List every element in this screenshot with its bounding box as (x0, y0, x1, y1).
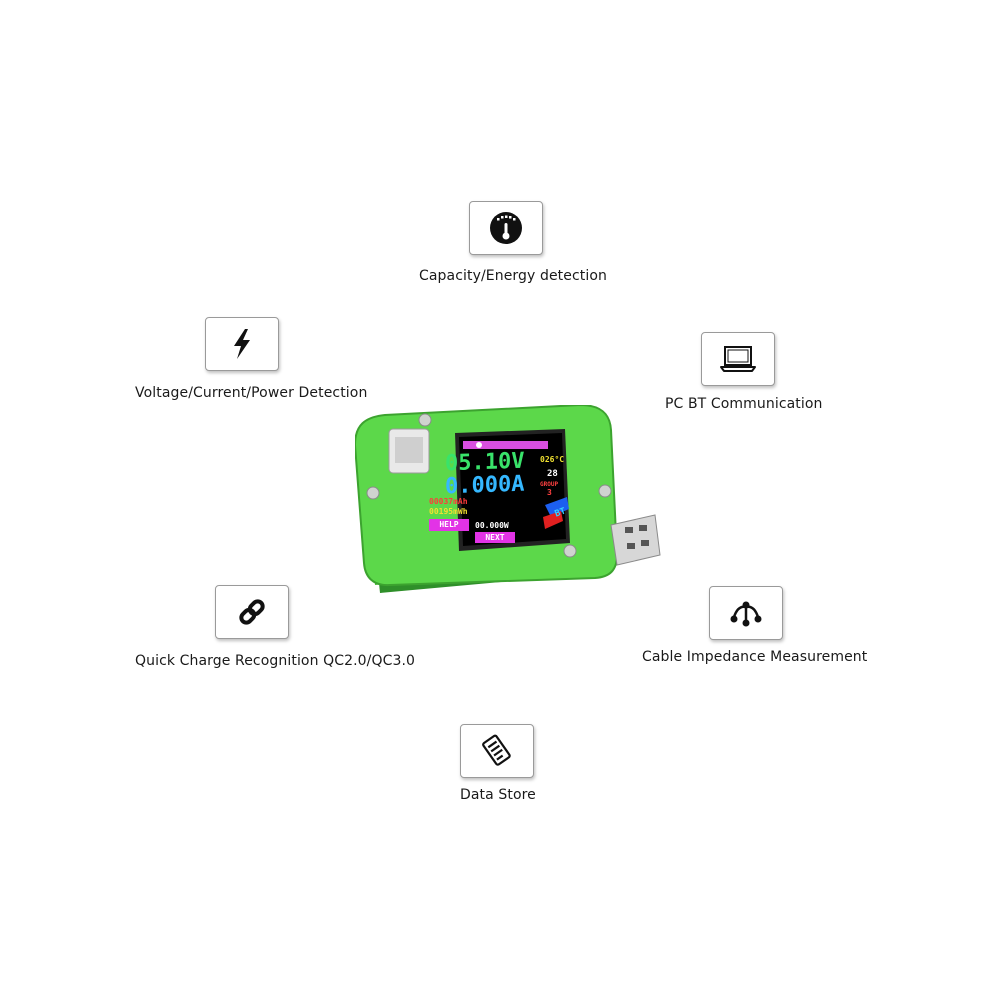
usb-meter-device: 05.10V 0.000A 00037mAh 00195mWh 026°C 28… (353, 403, 675, 605)
feature-quick-charge-label: Quick Charge Recognition QC2.0/QC3.0 (135, 653, 416, 669)
next-button[interactable]: NEXT (475, 532, 515, 543)
group-label: GROUP (540, 481, 559, 488)
current-readout: 0.000A (445, 471, 525, 500)
feature-data-store-label: Data Store (460, 787, 536, 803)
feature-capacity-icon-box (469, 201, 543, 255)
laptop-icon (720, 346, 756, 372)
power-readout: 00.000W (475, 521, 509, 530)
capacity-readout: 00037mAh (429, 497, 468, 506)
feature-voltage-icon-box (205, 317, 279, 371)
feature-pc-bt-label: PC BT Communication (665, 396, 823, 412)
lightning-icon (234, 329, 250, 359)
feature-pc-bt-icon-box (701, 332, 775, 386)
gauge-icon (490, 212, 522, 244)
impedance-readout: 28 (547, 469, 558, 479)
temperature-readout: 026°C (540, 455, 565, 464)
feature-quick-charge-icon-box (215, 585, 289, 639)
link-icon (239, 599, 265, 625)
energy-readout: 00195mWh (429, 507, 468, 516)
feature-cable-label: Cable Impedance Measurement (642, 649, 868, 665)
feature-voltage-label: Voltage/Current/Power Detection (135, 385, 368, 401)
help-button[interactable]: HELP (429, 519, 469, 531)
feature-capacity-label: Capacity/Energy detection (419, 268, 607, 284)
feature-cable-icon-box (709, 586, 783, 640)
group-value: 3 (547, 488, 552, 497)
feature-data-store-icon-box (460, 724, 534, 778)
usb-meter-illustration (353, 403, 661, 593)
network-icon (730, 601, 762, 627)
scroll-icon (482, 734, 511, 766)
